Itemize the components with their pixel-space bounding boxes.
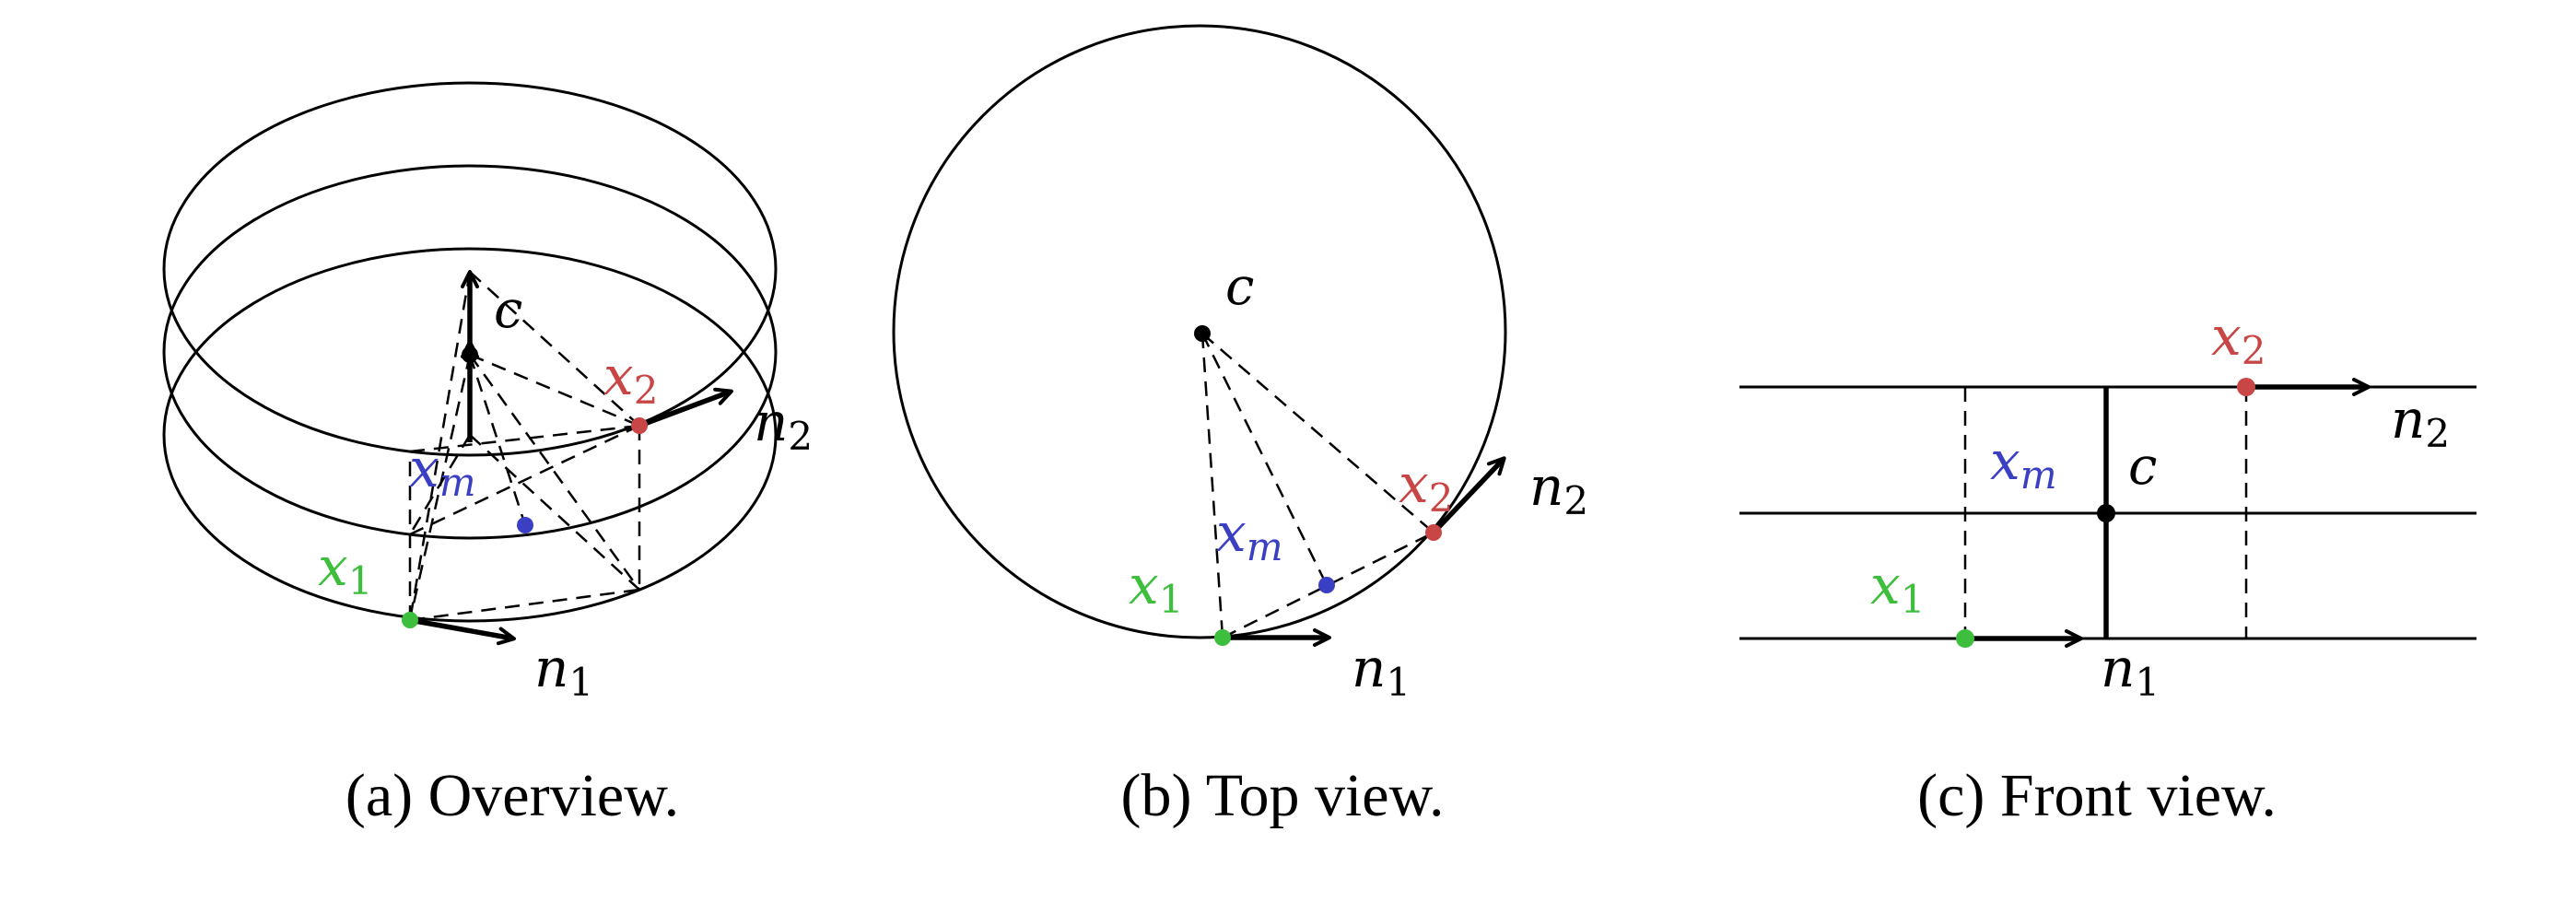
label-n2: n2	[754, 391, 813, 459]
n2-arrow	[638, 387, 733, 428]
panel-top-view: c x2 n2 xm x1 n1 (b) Top view.	[892, 24, 1588, 829]
label-n1: n1	[534, 637, 593, 705]
point-c	[1194, 325, 1211, 342]
panel-overview: c x2 n2 xm x1 n1 (a) Overview.	[162, 81, 813, 829]
point-x2	[631, 417, 648, 434]
label-n1: n1	[2101, 637, 2160, 705]
label-x1: x1	[1129, 554, 1183, 622]
point-c	[2097, 504, 2115, 522]
point-x2	[1425, 524, 1442, 541]
label-x2: x2	[2211, 305, 2266, 373]
label-xm: xm	[1990, 429, 2057, 498]
caption-front-view: (c) Front view.	[1917, 762, 2277, 829]
label-x1: x1	[1870, 554, 1925, 622]
caption-overview: (a) Overview.	[345, 762, 679, 829]
label-c: c	[494, 280, 522, 340]
dashed-construction-lines	[1200, 333, 1434, 639]
n2-arrow	[1432, 456, 1506, 534]
label-n2: n2	[1529, 455, 1588, 523]
point-x1	[1956, 629, 1974, 648]
label-xm: xm	[409, 437, 476, 505]
point-c	[462, 346, 478, 363]
point-x1	[402, 612, 418, 628]
middle-ellipse	[162, 164, 778, 540]
dashed-construction-lines	[408, 271, 641, 622]
label-n1: n1	[1352, 637, 1411, 705]
panel-front-view: x2 n2 xm c x1 n1 (c) Front view.	[1739, 305, 2476, 829]
label-x2: x2	[1399, 452, 1453, 521]
caption-top-view: (b) Top view.	[1121, 762, 1445, 829]
bottom-ellipse	[162, 247, 778, 623]
label-x2: x2	[603, 345, 658, 413]
point-xm	[517, 517, 533, 533]
point-xm	[1318, 577, 1335, 593]
point-x2	[2237, 378, 2255, 396]
dashed-construction-lines	[1963, 387, 2248, 639]
n1-arrow	[409, 617, 516, 646]
top-ellipse	[162, 81, 778, 457]
label-xm: xm	[1216, 501, 1283, 569]
point-x1	[1214, 629, 1231, 646]
label-x1: x1	[318, 535, 372, 603]
top-view-circle	[892, 24, 1507, 639]
label-n2: n2	[2391, 388, 2450, 456]
label-c: c	[2128, 437, 2157, 497]
label-c: c	[1225, 257, 1254, 317]
